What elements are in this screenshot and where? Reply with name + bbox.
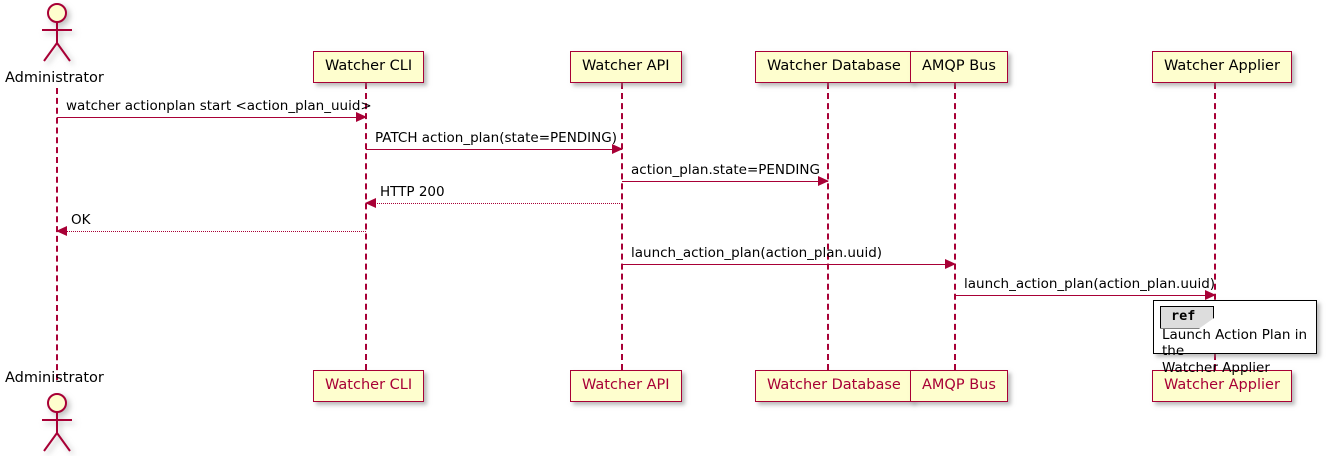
ref-fragment-tab-label: ref bbox=[1160, 306, 1215, 329]
ref-fragment[interactable]: ref Launch Action Plan in the Watcher Ap… bbox=[1153, 300, 1317, 376]
message-label: watcher actionplan start <action_plan_uu… bbox=[66, 97, 372, 114]
participant-watcher-database-bottom[interactable]: Watcher Database bbox=[755, 370, 913, 402]
participant-watcher-api-bottom[interactable]: Watcher API bbox=[570, 370, 682, 402]
participant-amqp-bus-bottom[interactable]: AMQP Bus bbox=[910, 370, 1008, 402]
actor-administrator-top-icon bbox=[36, 2, 78, 64]
participant-watcher-cli-bottom[interactable]: Watcher CLI bbox=[313, 370, 425, 402]
arrowhead-right-icon bbox=[1205, 290, 1216, 300]
message-line bbox=[57, 117, 366, 118]
actor-administrator-bottom-label: Administrator bbox=[5, 370, 104, 386]
arrowhead-right-icon bbox=[356, 112, 367, 122]
arrowhead-left-icon bbox=[365, 198, 376, 208]
message-label: action_plan.state=PENDING bbox=[631, 161, 820, 178]
participant-watcher-applier-top[interactable]: Watcher Applier bbox=[1152, 51, 1292, 83]
actor-administrator-top-label: Administrator bbox=[5, 70, 104, 86]
message-label: OK bbox=[71, 211, 91, 228]
ref-fragment-body-line-2: Watcher Applier bbox=[1162, 359, 1270, 376]
message-label: launch_action_plan(action_plan.uuid) bbox=[964, 275, 1216, 292]
lifeline-watcher-database bbox=[827, 83, 829, 370]
message-line bbox=[955, 295, 1215, 296]
lifeline-watcher-cli bbox=[365, 83, 367, 370]
message-label: PATCH action_plan(state=PENDING) bbox=[375, 129, 617, 146]
message-line bbox=[57, 231, 366, 232]
ref-fragment-body: Launch Action Plan in the Watcher Applie… bbox=[1162, 327, 1310, 376]
participant-watcher-cli-top[interactable]: Watcher CLI bbox=[313, 51, 425, 83]
participant-watcher-api-top[interactable]: Watcher API bbox=[570, 51, 682, 83]
actor-administrator-bottom-icon bbox=[36, 392, 78, 454]
participant-watcher-applier-bottom[interactable]: Watcher Applier bbox=[1152, 370, 1292, 402]
lifeline-watcher-applier bbox=[1214, 83, 1216, 370]
message-line bbox=[622, 264, 955, 265]
message-line bbox=[622, 181, 828, 182]
arrowhead-right-icon bbox=[818, 176, 829, 186]
lifeline-watcher-api bbox=[621, 83, 623, 370]
participant-amqp-bus-top[interactable]: AMQP Bus bbox=[910, 51, 1008, 83]
ref-fragment-body-line-1: Launch Action Plan in the bbox=[1162, 327, 1308, 360]
lifeline-amqp-bus bbox=[954, 83, 956, 370]
message-label: HTTP 200 bbox=[380, 183, 445, 200]
arrowhead-right-icon bbox=[945, 259, 956, 269]
participant-watcher-database-top[interactable]: Watcher Database bbox=[755, 51, 913, 83]
message-line bbox=[366, 149, 622, 150]
arrowhead-right-icon bbox=[612, 144, 623, 154]
message-line bbox=[366, 203, 622, 204]
arrowhead-left-icon bbox=[56, 226, 67, 236]
message-label: launch_action_plan(action_plan.uuid) bbox=[631, 244, 883, 261]
